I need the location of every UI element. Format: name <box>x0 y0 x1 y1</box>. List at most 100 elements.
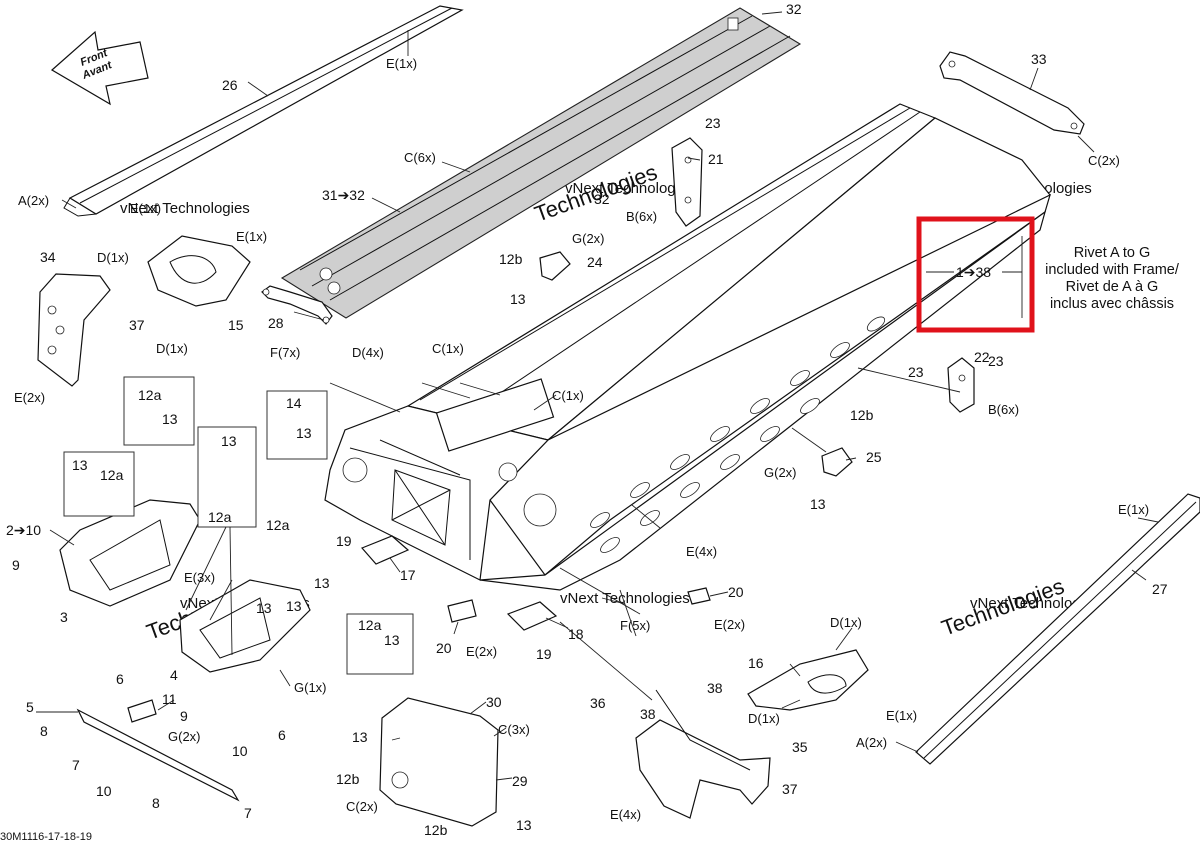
diagram-id: 30M1116-17-18-19 <box>0 831 92 842</box>
part-callout: 13 <box>162 411 178 427</box>
rivet-label: C(1x) <box>432 341 464 356</box>
part-callout: 19 <box>336 533 352 549</box>
part-callout: 21 <box>708 151 724 167</box>
part-callout: 23 <box>988 353 1004 369</box>
watermark-text: vNext Technologies <box>560 590 690 607</box>
part-callout: 13 <box>221 433 237 449</box>
rivet-note-line: Rivet de A à G <box>1066 279 1159 295</box>
part-callout: 12a <box>266 517 290 533</box>
part-callout: 23 <box>908 364 924 380</box>
part-callouts: 26 32 32 33 23 23 23 21 22 31➔32 24 12b … <box>6 1 1168 838</box>
rivet-label: C(1x) <box>552 388 584 403</box>
rivet-label: D(1x) <box>97 250 129 265</box>
rivet-label: E(1x) <box>886 708 917 723</box>
rivet-label: E(2x) <box>14 390 45 405</box>
part-callout: 11 <box>162 691 177 707</box>
part-callout: 6 <box>278 727 286 743</box>
part-callout: 15 <box>228 317 244 333</box>
rivet-label: E(1x) <box>386 56 417 71</box>
part-callout: 9 <box>12 557 20 573</box>
highlight-box <box>916 216 1035 333</box>
part-callout: 33 <box>1031 51 1047 67</box>
rivet-label: D(1x) <box>830 615 862 630</box>
part-callout: 13 <box>286 598 302 614</box>
rivet-letter-labels: E(1x) A(2x) E(1x) E(1x) C(6x) C(2x) B(6x… <box>14 56 1149 822</box>
rivet-note-line: Rivet A to G <box>1074 245 1151 261</box>
bracket-25 <box>821 447 853 477</box>
part-callout: 30 <box>486 694 502 710</box>
part-callout: 8 <box>40 723 48 739</box>
watermark-text: vNext Technologies <box>565 180 695 197</box>
part-callout: 4 <box>170 667 178 683</box>
rivet-note: Rivet A to G included with Frame/ Rivet … <box>1045 245 1180 312</box>
rivet-label: C(2x) <box>346 799 378 814</box>
rivet-label: E(4x) <box>686 544 717 559</box>
bracket-16 <box>747 649 869 711</box>
detail-box <box>123 376 195 446</box>
bracket-34 <box>37 273 111 387</box>
part-callout: 5 <box>26 699 34 715</box>
frame-cutouts <box>590 316 886 553</box>
part-callout: 12a <box>100 467 124 483</box>
rivet-label: B(6x) <box>626 209 657 224</box>
part-callout: 37 <box>782 781 798 797</box>
front-arrow-icon: Front Avant <box>50 30 149 106</box>
part-callout: 6 <box>116 671 124 687</box>
rivet-label: C(6x) <box>404 150 436 165</box>
part-callout: 23 <box>705 115 721 131</box>
rivet-label: G(2x) <box>572 231 605 246</box>
part-callout: 37 <box>129 317 145 333</box>
rivet-label: F(7x) <box>270 345 300 360</box>
rivet-label: C(2x) <box>1088 153 1120 168</box>
bracket-28 <box>261 285 333 325</box>
rivet-label: B(6x) <box>988 402 1019 417</box>
part-callout: 12b <box>424 822 448 838</box>
part-callout: 32 <box>786 1 802 17</box>
part-callout: 19 <box>536 646 552 662</box>
rivet-label: C(3x) <box>498 722 530 737</box>
rivet-range-label: 1➔38 <box>956 264 991 280</box>
part-callout: 13 <box>296 425 312 441</box>
part-callout: 20 <box>728 584 744 600</box>
rivet-label: E(1x) <box>130 201 161 216</box>
part-callout: 12a <box>208 509 232 525</box>
plate-17 <box>360 535 410 565</box>
part-callout: 25 <box>866 449 882 465</box>
part-callout: 24 <box>587 254 603 270</box>
part-callout: 14 <box>286 395 302 411</box>
part-callout: 18 <box>568 626 584 642</box>
rivet-label: F(5x) <box>620 618 650 633</box>
main-frame-tunnel <box>324 103 1051 591</box>
detail-box <box>197 426 257 528</box>
part-callout: 28 <box>268 315 284 331</box>
part-callout: 8 <box>152 795 160 811</box>
part-callout: 12b <box>850 407 874 423</box>
part-callout: 12a <box>138 387 162 403</box>
detail-box <box>346 613 414 675</box>
rivet-label: G(1x) <box>294 680 327 695</box>
rivet-label: E(3x) <box>184 570 215 585</box>
rivet-label: D(4x) <box>352 345 384 360</box>
rivet-note-line: inclus avec châssis <box>1050 296 1174 312</box>
plate-18 <box>506 601 558 631</box>
bracket-21 <box>671 137 703 227</box>
part-callout: 13 <box>352 729 368 745</box>
rail-26 <box>63 5 464 217</box>
part-callout: 10 <box>232 743 248 759</box>
part-callout: 7 <box>72 757 80 773</box>
detail-box <box>63 451 135 517</box>
plate-20a <box>447 599 477 623</box>
rivet-note-line: included with Frame/ <box>1045 262 1180 278</box>
rivet-label: G(2x) <box>168 729 201 744</box>
part-callout: 32 <box>594 191 610 207</box>
part-callout: 26 <box>222 77 238 93</box>
rivet-label: E(1x) <box>1118 502 1149 517</box>
bracket-35 <box>635 689 771 819</box>
part-callout: 34 <box>40 249 56 265</box>
part-callout: 20 <box>436 640 452 656</box>
watermark-text: vNext Technologies <box>120 200 250 217</box>
part-callout: 29 <box>512 773 528 789</box>
bracket-15 <box>147 235 251 307</box>
bracket-4 <box>179 579 311 673</box>
